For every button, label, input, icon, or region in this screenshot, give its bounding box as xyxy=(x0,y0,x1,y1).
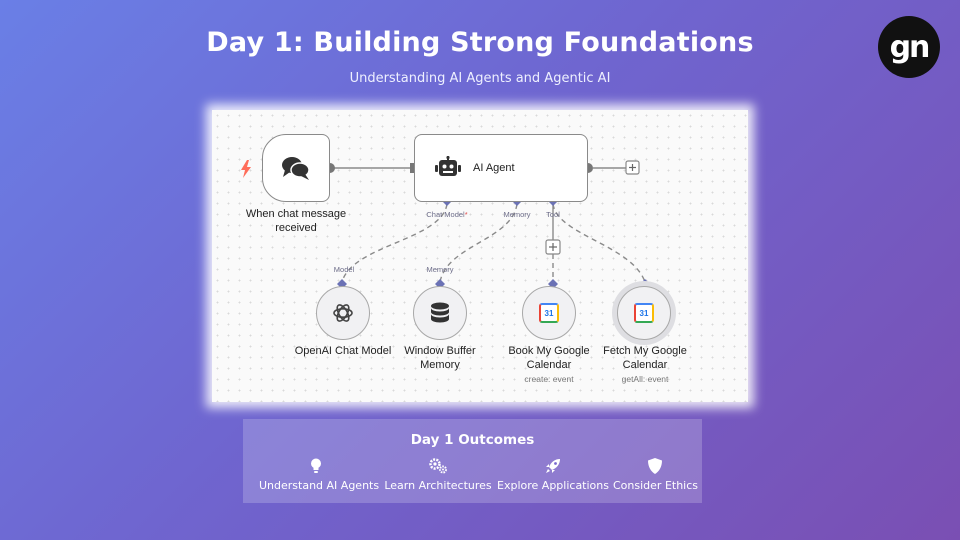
port-label-chat-model: Chat Model* xyxy=(426,210,468,219)
rocket-icon xyxy=(546,459,560,473)
outcome-item: Explore Applications xyxy=(497,457,609,492)
outcome-item: Learn Architectures xyxy=(383,457,493,492)
port-label-sub-memory: Memory xyxy=(426,265,454,274)
memory-label-line1: Window Buffer xyxy=(404,345,476,357)
memory-connection xyxy=(439,203,518,283)
tool-connection-2 xyxy=(552,203,646,283)
book-calendar-node[interactable]: 31 xyxy=(522,286,576,340)
outcomes-panel: Day 1 Outcomes Understand AI Agents Lear… xyxy=(243,419,702,503)
ai-agent-label: AI Agent xyxy=(473,162,515,174)
memory-node-label: Window Buffer Memory xyxy=(380,344,500,372)
brand-logo: gn xyxy=(878,16,940,78)
openai-node-label: OpenAI Chat Model xyxy=(283,344,403,358)
google-calendar-icon: 31 xyxy=(634,303,654,323)
port-label-tool: Tool xyxy=(546,210,560,219)
outcomes-title: Day 1 Outcomes xyxy=(410,432,535,448)
page-title: Day 1: Building Strong Foundations xyxy=(206,27,754,58)
trigger-label-line1: When chat message xyxy=(245,208,347,220)
port-label-memory: Memory xyxy=(503,210,531,219)
ai-agent-node[interactable]: AI Agent xyxy=(414,134,588,202)
robot-icon xyxy=(435,156,461,176)
memory-label-line2: Memory xyxy=(420,359,460,371)
trigger-node-label: When chat message received xyxy=(236,207,356,235)
workflow-canvas: When chat message received AI Agent Chat… xyxy=(212,110,748,402)
openai-label-line1: OpenAI Chat Model xyxy=(294,345,392,357)
gears-icon xyxy=(429,458,447,474)
book-calendar-label: Book My Google Calendar xyxy=(489,344,609,372)
openai-icon xyxy=(333,304,353,322)
book-label-line2: Calendar xyxy=(526,359,572,371)
lightning-icon xyxy=(241,160,251,178)
google-calendar-icon: 31 xyxy=(539,303,559,323)
outcome-label: Explore Applications xyxy=(497,479,609,492)
outcome-item: Consider Ethics xyxy=(613,457,699,492)
chat-trigger-node[interactable] xyxy=(262,134,330,202)
fetch-calendar-label: Fetch My Google Calendar xyxy=(585,344,705,372)
outcome-item: Understand AI Agents xyxy=(259,457,379,492)
outcome-label: Consider Ethics xyxy=(613,479,699,492)
trigger-label-line2: received xyxy=(275,222,317,234)
chat-bubbles-icon xyxy=(282,157,310,180)
fetch-calendar-node[interactable]: 31 xyxy=(617,286,671,340)
database-icon xyxy=(431,302,449,323)
book-label-line1: Book My Google xyxy=(508,345,590,357)
lightbulb-icon xyxy=(311,458,321,473)
openai-chat-model-node[interactable] xyxy=(316,286,370,340)
shield-icon xyxy=(648,458,662,474)
outcome-label: Learn Architectures xyxy=(384,479,492,492)
window-buffer-memory-node[interactable] xyxy=(413,286,467,340)
book-calendar-operation: create: event xyxy=(524,374,574,384)
port-label-model: Model xyxy=(333,265,355,274)
fetch-label-line2: Calendar xyxy=(622,359,668,371)
agent-input-port xyxy=(410,163,416,173)
page-subtitle: Understanding AI Agents and Agentic AI xyxy=(349,71,611,86)
model-connection xyxy=(341,203,448,283)
outcome-label: Understand AI Agents xyxy=(259,479,380,492)
fetch-calendar-operation: getAll: event xyxy=(621,374,669,384)
fetch-label-line1: Fetch My Google xyxy=(603,345,687,357)
